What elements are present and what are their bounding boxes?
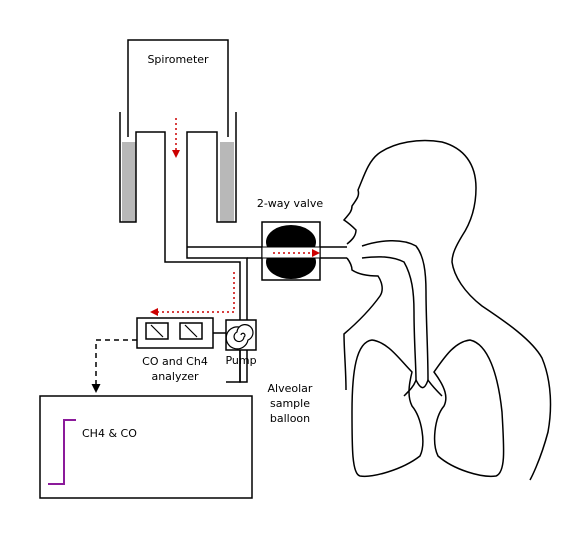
valve-label: 2-way valve <box>257 197 324 210</box>
balloon-label-1: Alveolar <box>268 382 313 395</box>
spirometer-bell <box>127 39 229 137</box>
recorder: CH4 & CO <box>39 395 253 499</box>
meter-needle-right <box>184 324 198 338</box>
bronchi <box>403 379 443 397</box>
analyzer-unit: CO and Ch4 analyzer Pump <box>136 317 257 383</box>
spirometer-tank <box>119 112 248 383</box>
right-lung <box>433 339 505 478</box>
meter-needle-left <box>150 324 164 338</box>
flow-arrows <box>150 118 320 316</box>
head-and-body-outline <box>342 139 552 481</box>
spirometer-tank-right <box>186 112 237 247</box>
spirometer-label: Spirometer <box>147 53 209 66</box>
human-figure <box>342 139 552 481</box>
pump-label: Pump <box>225 354 256 367</box>
left-lung <box>351 339 424 478</box>
balloon-label-3: balloon <box>270 412 310 425</box>
two-way-valve: 2-way valve <box>257 197 324 281</box>
spirometer: Spirometer <box>119 39 248 383</box>
signal-line <box>91 339 137 393</box>
pump-spiral <box>225 324 254 350</box>
flow-arrow-to-analyzer <box>150 272 235 316</box>
trachea <box>361 240 429 381</box>
recorder-box <box>39 395 253 499</box>
analyzer-label-1: CO and Ch4 <box>142 355 208 368</box>
recorder-trace <box>48 419 76 485</box>
analyzer-label-2: analyzer <box>151 370 199 383</box>
balloon-label-2: sample <box>270 397 310 410</box>
spirometer-water-right <box>220 142 234 222</box>
balloon-label: Alveolar sample balloon <box>268 382 313 425</box>
trace-label: CH4 & CO <box>82 427 137 440</box>
valve-channel <box>261 246 321 259</box>
tube-to-mouth <box>320 246 347 259</box>
spirometer-water-left <box>122 142 136 222</box>
